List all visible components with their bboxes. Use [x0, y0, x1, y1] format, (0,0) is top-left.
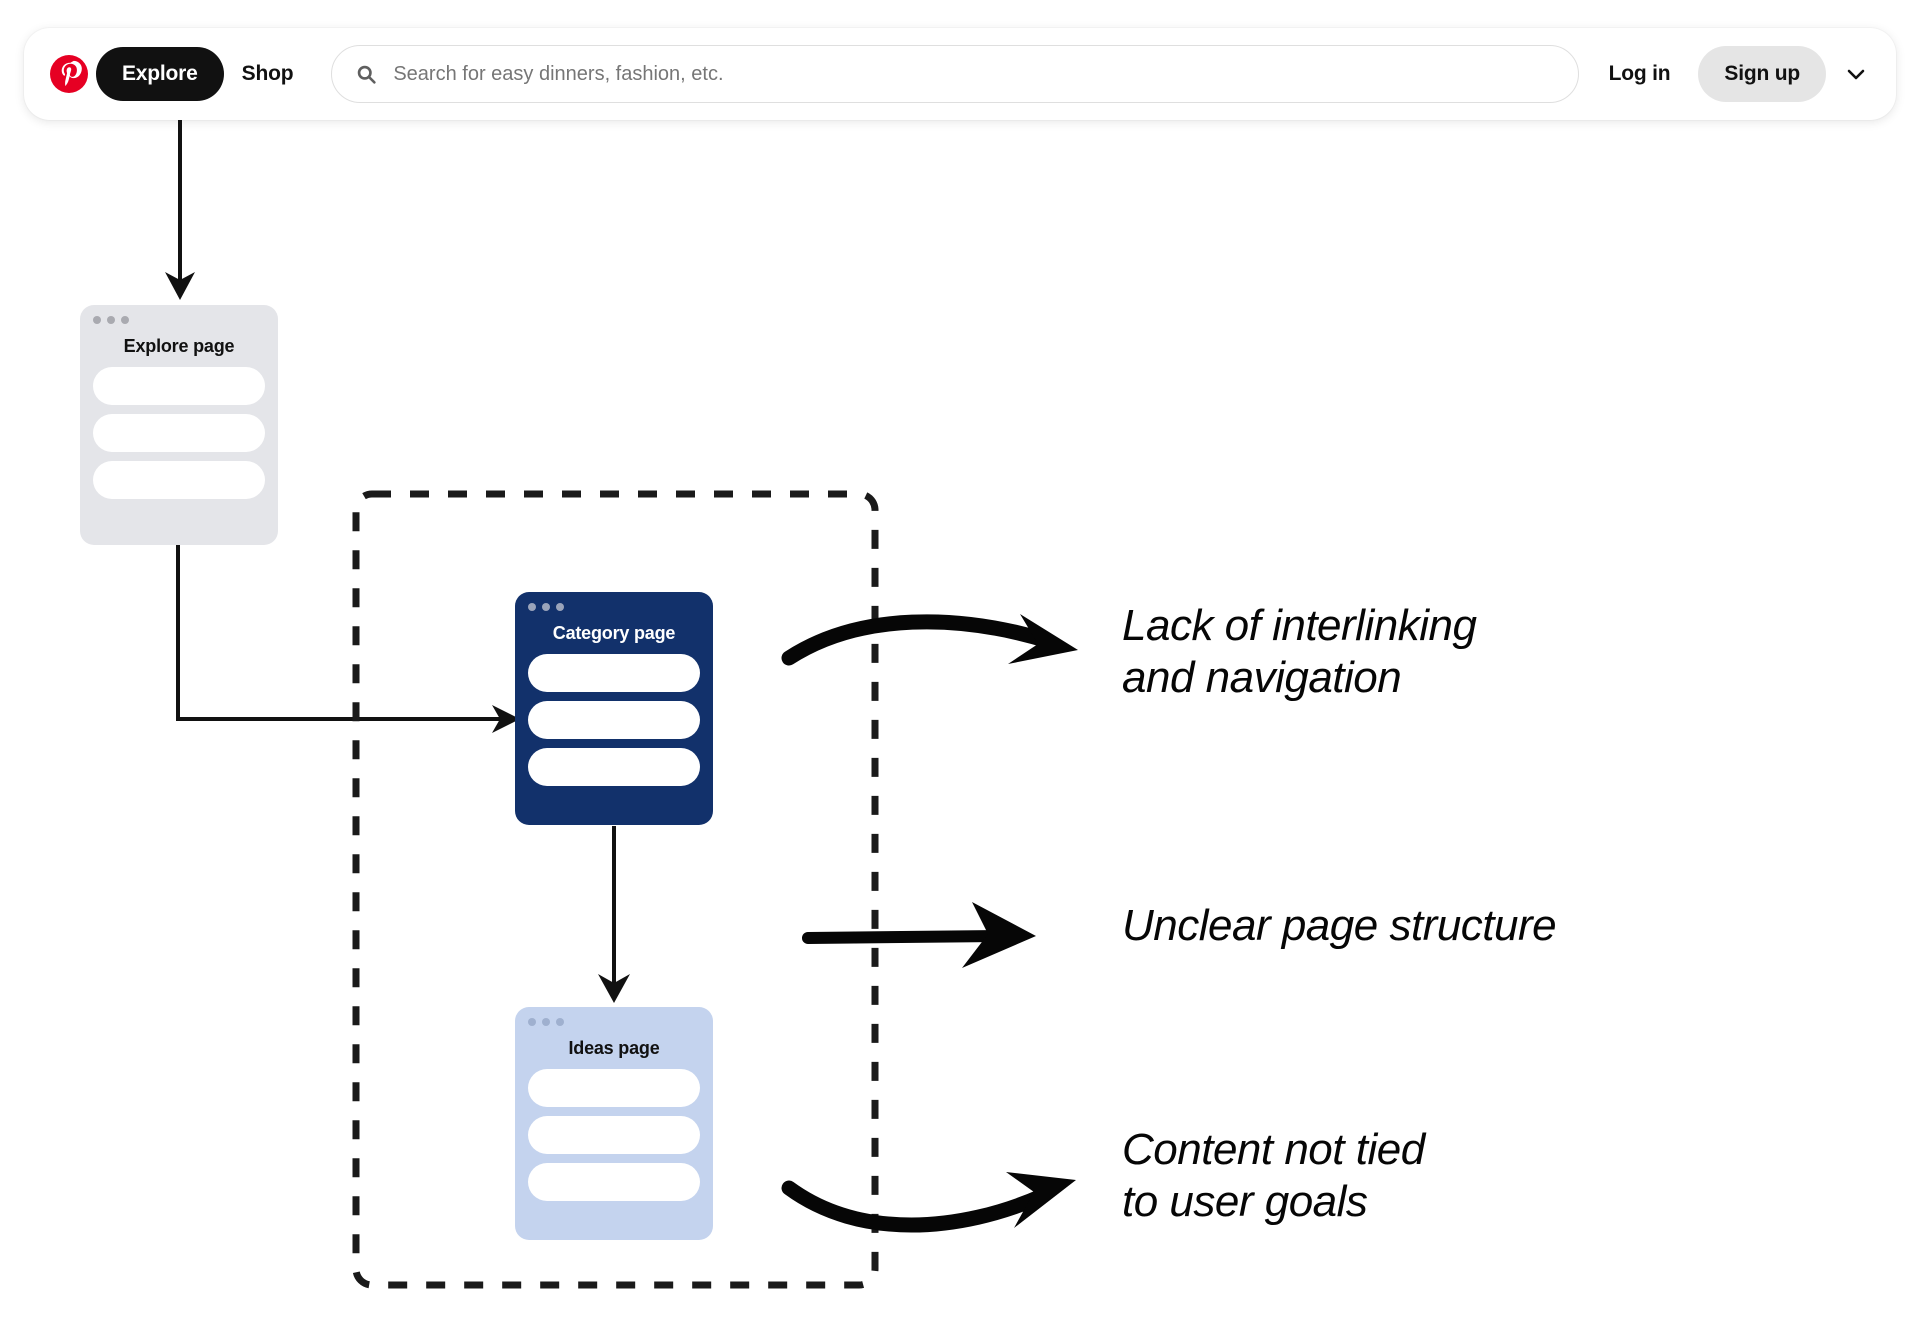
- page-card-category-rows: [528, 654, 700, 786]
- signup-button-label: Sign up: [1724, 62, 1800, 85]
- page-card-explore-rows: [93, 367, 265, 499]
- page-card-ideas-rows: [528, 1069, 700, 1201]
- page-card-ideas-title: Ideas page: [568, 1038, 660, 1058]
- pinterest-header-bar: Explore Shop Log in Sign up: [24, 28, 1896, 120]
- callout-arrow-2: [802, 902, 1036, 968]
- nav-item-shop-label: Shop: [241, 62, 294, 85]
- annotation-lack-of-interlinking: Lack of interlinking and navigation: [1122, 601, 1477, 702]
- signup-button[interactable]: Sign up: [1698, 46, 1826, 102]
- window-dots-icon: [528, 1018, 564, 1026]
- callout-arrow-1: [781, 614, 1078, 666]
- card-row: [93, 461, 265, 499]
- window-dots-icon: [93, 316, 129, 324]
- nav-item-shop[interactable]: Shop: [224, 47, 312, 101]
- page-card-explore[interactable]: Explore page: [80, 305, 278, 545]
- page-card-category-title: Category page: [552, 623, 676, 643]
- card-row: [528, 1163, 700, 1201]
- card-row: [528, 748, 700, 786]
- search-icon: [358, 65, 377, 84]
- annotation-unclear-page-structure: Unclear page structure: [1122, 901, 1557, 950]
- connector-explore-to-category: [176, 545, 520, 733]
- nav-item-explore[interactable]: Explore: [96, 47, 224, 101]
- login-link[interactable]: Log in: [1608, 62, 1671, 85]
- callout-arrow-3: [781, 1172, 1076, 1233]
- card-row: [93, 414, 265, 452]
- nav-item-explore-label: Explore: [122, 62, 198, 85]
- page-card-explore-title: Explore page: [123, 336, 235, 356]
- page-card-category[interactable]: Category page: [515, 592, 713, 825]
- connector-category-to-ideas: [598, 826, 630, 1003]
- window-dots-icon: [528, 603, 564, 611]
- card-row: [528, 654, 700, 692]
- search-input[interactable]: [391, 61, 1554, 87]
- card-row: [93, 367, 265, 405]
- card-row: [528, 701, 700, 739]
- pinterest-logo-icon[interactable]: [50, 55, 88, 93]
- search-bar[interactable]: [331, 45, 1579, 103]
- page-card-ideas[interactable]: Ideas page: [515, 1007, 713, 1240]
- connector-nav-to-explore-page: [165, 120, 195, 300]
- annotation-content-not-tied-to-user-goals: Content not tied to user goals: [1122, 1125, 1425, 1226]
- card-row: [528, 1116, 700, 1154]
- card-row: [528, 1069, 700, 1107]
- chevron-down-icon[interactable]: [1844, 62, 1868, 86]
